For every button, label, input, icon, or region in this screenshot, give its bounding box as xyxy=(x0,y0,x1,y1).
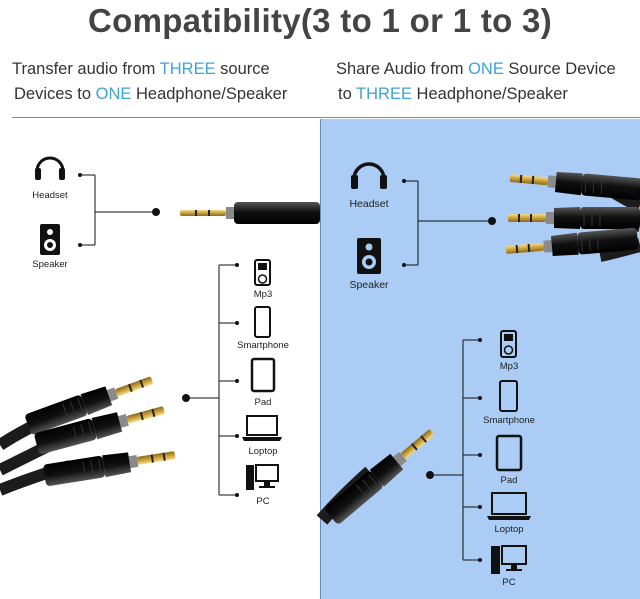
left-caption-text: Transfer audio from xyxy=(12,60,160,78)
left-caption-highlight: THREE xyxy=(159,60,216,78)
headphones-icon xyxy=(35,156,65,180)
left-caption-line1: Transfer audio from THREE source xyxy=(12,57,270,82)
smartphone-icon xyxy=(254,306,271,338)
desktop-pc-icon xyxy=(246,464,279,490)
right-caption-line1: Share Audio from ONE Source Device xyxy=(336,57,616,82)
right-caption-highlight: ONE xyxy=(468,60,504,78)
page-title: Compatibility(3 to 1 or 1 to 3) xyxy=(87,2,552,39)
desktop-pc-icon xyxy=(491,545,527,574)
right-caption-text: Share Audio from xyxy=(336,60,469,78)
left-caption-text: source xyxy=(215,60,270,78)
laptop-icon xyxy=(242,415,282,441)
right-panel xyxy=(320,119,640,599)
label-pad: Pad xyxy=(254,397,272,408)
left-caption-highlight: ONE xyxy=(95,85,132,103)
label-headset: Headset xyxy=(349,198,389,210)
mp3-player-icon xyxy=(500,330,517,358)
label-loptop: Loptop xyxy=(494,524,524,535)
left-caption-line2: Devices to ONE Headphone/Speaker xyxy=(14,82,287,107)
triple-plugs-left xyxy=(0,369,178,496)
right-caption-text: Source Device xyxy=(503,60,616,78)
label-speaker: Speaker xyxy=(349,279,389,291)
label-mp3: Mp3 xyxy=(499,361,519,372)
label-pc: PC xyxy=(256,496,270,507)
right-caption-text: to xyxy=(338,85,357,103)
label-pc: PC xyxy=(502,577,516,588)
speaker-icon xyxy=(40,224,60,255)
left-caption-text: Headphone/Speaker xyxy=(131,85,288,103)
triple-plugs-right xyxy=(504,166,640,262)
divider xyxy=(12,117,640,118)
label-smartphone: Smartphone xyxy=(483,415,535,426)
single-plug xyxy=(180,202,320,224)
right-caption-line2: to THREE Headphone/Speaker xyxy=(338,82,568,107)
headphones-icon xyxy=(351,162,387,189)
right-caption-text: Headphone/Speaker xyxy=(411,85,568,103)
smartphone-icon xyxy=(499,380,518,412)
single-plug xyxy=(316,423,440,526)
label-speaker: Speaker xyxy=(32,259,68,270)
label-headset: Headset xyxy=(32,190,68,201)
mp3-player-icon xyxy=(254,259,271,286)
tablet-icon xyxy=(250,357,276,393)
label-smartphone: Smartphone xyxy=(237,340,289,351)
laptop-icon xyxy=(487,492,531,520)
left-caption-text: Devices to xyxy=(14,85,96,103)
label-pad: Pad xyxy=(500,475,518,486)
speaker-icon xyxy=(357,238,381,274)
label-mp3: Mp3 xyxy=(253,289,273,300)
label-loptop: Loptop xyxy=(248,446,278,457)
tablet-icon xyxy=(495,434,523,472)
right-caption-highlight: THREE xyxy=(356,85,412,103)
